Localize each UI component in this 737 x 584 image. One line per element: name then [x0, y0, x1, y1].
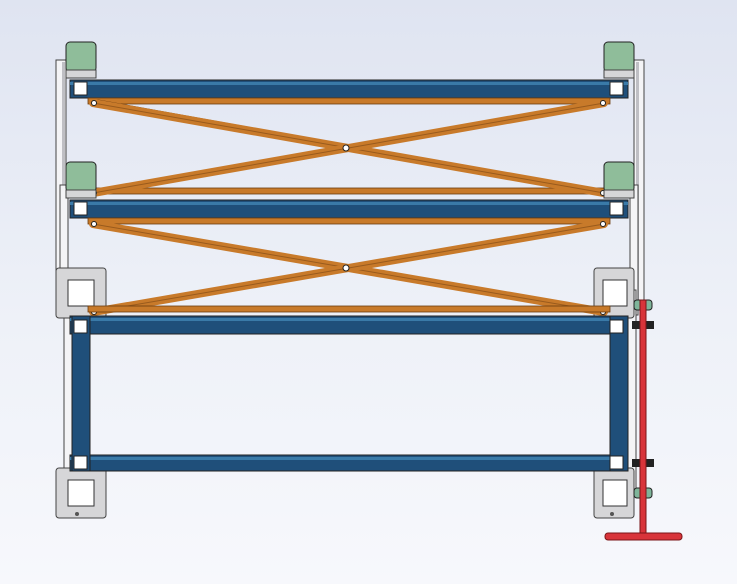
top-tier-frame [69, 79, 629, 105]
motor-top-left [65, 41, 97, 73]
upper-scissor-stage [89, 99, 608, 197]
mount-brackets [55, 267, 635, 519]
motor-top-right [603, 41, 635, 73]
middle-tier-frame [69, 187, 629, 225]
motor-mid-left [65, 161, 97, 193]
base-frame [69, 305, 629, 472]
motor-mid-right [603, 161, 635, 193]
lower-scissor-stage [89, 220, 608, 316]
crank-handle [604, 299, 683, 541]
motor-blocks [65, 41, 635, 199]
